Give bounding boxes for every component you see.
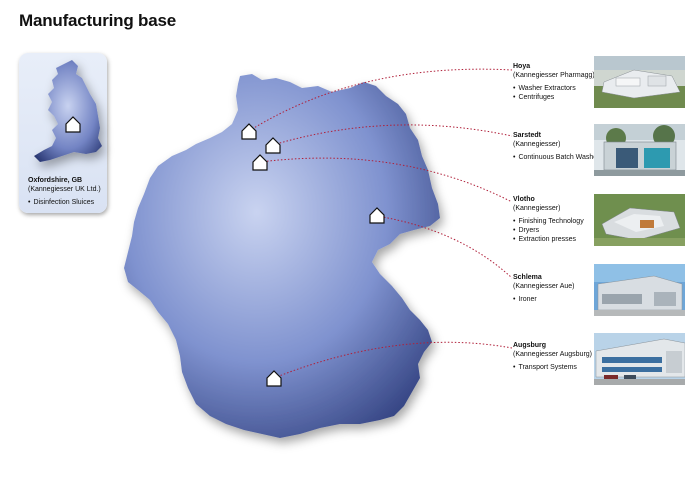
site-name: Hoya: [513, 63, 531, 70]
house-icon-uk: [65, 116, 81, 133]
site-company: (Kannegiesser Pharmagg): [513, 72, 595, 79]
uk-shape: [34, 60, 102, 162]
site-name: Schlema: [513, 274, 542, 281]
site-company: (Kannegiesser): [513, 141, 561, 148]
factory-photo-augsburg: [594, 333, 685, 385]
uk-site-label: Oxfordshire, GB (Kannegiesser UK Ltd.) D…: [28, 176, 148, 207]
connector-augsburg: [273, 341, 513, 379]
site-augsburg: Augsburg (Kannegiesser Augsburg) Transpo…: [513, 341, 603, 372]
factory-photo-vlotho: [594, 194, 685, 246]
site-sarstedt: Sarstedt (Kannegiesser) Continuous Batch…: [513, 131, 603, 162]
connector-sarstedt: [272, 124, 513, 146]
house-icon-augsburg: [266, 370, 282, 387]
site-product: Ironer: [513, 295, 603, 304]
site-product: Washer Extractors: [513, 84, 603, 93]
house-icon-schlema: [369, 207, 385, 224]
site-company: (Kannegiesser Augsburg): [513, 351, 592, 358]
uk-product: Disinfection Sluices: [28, 198, 148, 207]
site-product: Dryers: [513, 226, 603, 235]
uk-location: Oxfordshire, GB: [28, 177, 83, 184]
house-icon-vlotho: [252, 154, 268, 171]
site-schlema: Schlema (Kannegiesser Aue) Ironer: [513, 273, 603, 304]
site-name: Vlotho: [513, 196, 535, 203]
house-icon-hoya: [241, 123, 257, 140]
site-name: Augsburg: [513, 342, 547, 349]
uk-company: (Kannegiesser UK Ltd.): [28, 186, 101, 193]
site-company: (Kannegiesser Aue): [513, 283, 575, 290]
factory-photo-schlema: [594, 264, 685, 316]
house-icon-sarstedt: [265, 137, 281, 154]
site-vlotho: Vlotho (Kannegiesser) Finishing Technolo…: [513, 195, 603, 244]
site-product: Centrifuges: [513, 93, 603, 102]
site-product: Transport Systems: [513, 363, 603, 372]
site-name: Sarstedt: [513, 132, 542, 139]
factory-photo-sarstedt: [594, 124, 685, 176]
connector-schlema: [376, 215, 513, 279]
site-product: Continuous Batch Washers: [513, 153, 603, 162]
site-product: Extraction presses: [513, 235, 603, 244]
site-hoya: Hoya (Kannegiesser Pharmagg) Washer Extr…: [513, 62, 603, 102]
site-product: Finishing Technology: [513, 217, 603, 226]
page-title: Manufacturing base: [19, 11, 176, 30]
factory-photo-hoya: [594, 56, 685, 108]
site-company: (Kannegiesser): [513, 205, 561, 212]
connector-vlotho: [259, 157, 513, 203]
germany-shape: [124, 74, 440, 438]
